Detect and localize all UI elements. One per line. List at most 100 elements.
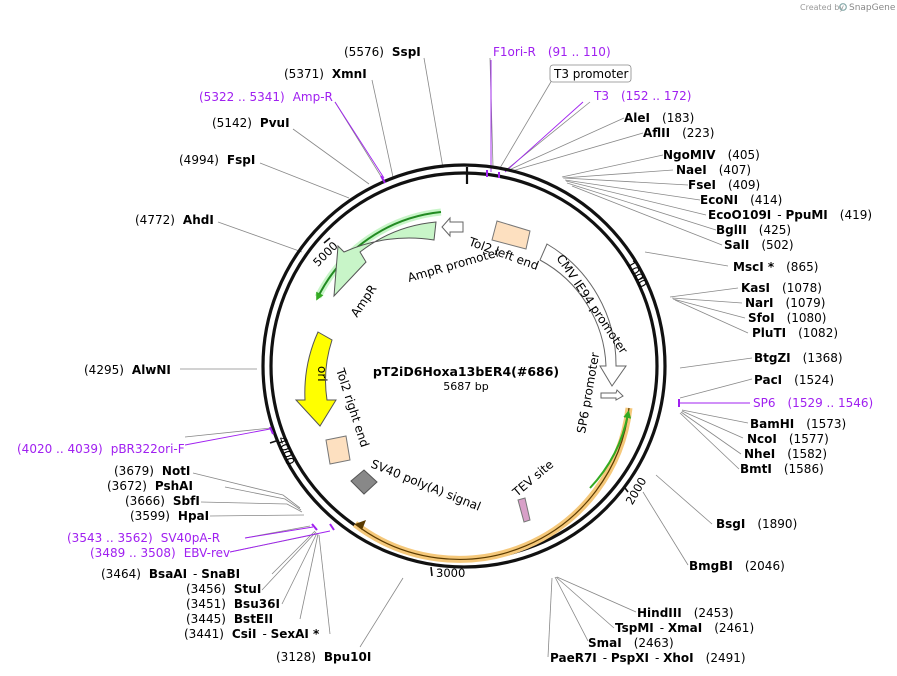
map-label: (4772) AhdI [135,213,214,227]
enzyme-pos: (5576) [344,45,384,59]
enzyme-name: PshAI [155,479,193,493]
enzyme-name: BmgBI [689,559,733,573]
primer-labels: F1ori-R(91 .. 110) T3(152 .. 172) (5322 … [17,45,873,560]
map-label: (3679)NotI [114,464,190,478]
enzyme-pos: (3445) [186,612,226,626]
tick-1000: 1000 [623,258,650,290]
t3-promoter-label: T3 promoter [553,67,629,81]
map-label: AflII(223) [643,126,714,140]
enzyme-name: AlwNI [132,363,171,377]
map-label: SfoI(1080) [748,311,826,325]
enzyme-name: EcoNI [700,193,738,207]
enzyme-name: SexAI * [271,627,320,641]
map-label: BmtI(1586) [740,462,824,476]
enzyme-name: PpuMI [785,208,827,222]
enzyme-name: AhdI [183,213,214,227]
enzyme-pos: (502) [761,238,793,252]
enzyme-pos: (2046) [745,559,785,573]
primer-name: Amp-R [293,90,333,104]
map-label: (4295)AlwNI [84,363,171,377]
enzyme-pos: (3441) [184,627,224,641]
t3-promoter-box [549,64,632,83]
enzyme-pos: (2463) [634,636,674,650]
map-label: BtgZI(1368) [754,351,843,365]
map-label: T3(152 .. 172) [593,89,691,103]
enzyme-pos: (3128) [276,650,316,664]
enzyme-pos: (1890) [757,517,797,531]
map-label: (3543 .. 3562)SV40pA-R [67,531,220,545]
map-label: MscI * (865) [733,260,818,274]
enzyme-name: SspI [392,45,421,59]
enzyme-name: FspI [227,153,255,167]
enzyme-pos: (1078) [782,281,822,295]
enzyme-pos: (3599) [130,509,170,523]
enzyme-pos: (414) [750,193,782,207]
enzyme-name: SmaI [588,636,622,650]
enzyme-pos: (405) [728,148,760,162]
map-label: (3464)BsaAI- SnaBI [101,567,240,581]
enzyme-pos: (1082) [798,326,838,340]
enzyme-name: AleI [624,111,650,125]
map-label: SmaI (2463) [588,636,674,650]
primer-name: pBR322ori-F [111,442,185,456]
feature-tev: TEV site [509,457,556,500]
enzyme-name: MscI * [733,260,775,274]
enzyme-name: PvuI [260,116,290,130]
orange-band-head [355,520,366,530]
enzyme-pos: (3679) [114,464,154,478]
enzyme-pos: (3451) [186,597,226,611]
map-label: HindIII (2453) [637,606,734,620]
map-label: PacI(1524) [754,373,834,387]
sp6-green-arrow [589,410,632,489]
leader-lines [180,57,753,658]
snapgene-logo-icon [839,3,847,11]
map-label: NheI(1582) [744,447,827,461]
enzyme-pos: (183) [662,111,694,125]
enzyme-name: SalI [724,238,749,252]
primer-leaders [184,60,750,553]
enzyme-pos: (5142) [212,116,252,130]
enzyme-name: BsgI [716,517,745,531]
enzyme-pos: (2491) [706,651,746,665]
enzyme-name: SfoI [748,311,775,325]
map-label: SP6(1529 .. 1546) [753,396,873,410]
enzyme-name: KasI [741,281,770,295]
map-label: (4020 .. 4039)pBR322ori-F [17,442,185,456]
primer-range: (5322 .. 5341) [199,90,285,104]
map-label: F1ori-R(91 .. 110) [493,45,611,59]
enzyme-pos: (1582) [787,447,827,461]
enzyme-name: FseI [688,178,716,192]
primer-name: SV40pA-R [161,531,220,545]
map-label: BmgBI (2046) [689,559,785,573]
sv40-polya-shape [350,469,378,495]
enzyme-pos: (407) [719,163,751,177]
ori-arrow [294,331,337,427]
snapgene-credit: Created by SnapGene [800,3,896,13]
enzyme-name: BamHI [750,417,794,431]
enzyme-pos: (4772) [135,213,175,227]
enzyme-pos: (3672) [107,479,147,493]
enzyme-pos: (865) [786,260,818,274]
enzyme-pos: (1586) [784,462,824,476]
enzyme-pos: (2461) [714,621,754,635]
primer-name: T3 [593,89,609,103]
primer-range: (3489 .. 3508) [90,546,176,560]
map-label: PaeR7I- PspXI- XhoI(2491) [550,651,746,665]
map-label: (5576) SspI [344,45,421,59]
enzyme-pos: (3666) [125,494,165,508]
feature-sp6: SP6 promoter [574,351,602,434]
map-label: (3666)SbfI [125,494,200,508]
enzyme-name: BstEII [234,612,273,626]
primer-name: EBV-rev [184,546,230,560]
map-label: (3456)StuI [186,582,261,596]
plasmid-name: pT2iD6Hoxa13bER4(#686) [373,364,559,379]
enzyme-pos: (1524) [794,373,834,387]
enzyme-name: HindIII [637,606,682,620]
map-label: SalI (502) [724,238,794,252]
enzyme-pos: (2453) [694,606,734,620]
orange-band-line [354,407,630,560]
map-label: NgoMIV(405) [663,148,760,162]
map-label: (3128)Bpu10I [276,650,371,664]
map-label: (4994)FspI [179,153,255,167]
